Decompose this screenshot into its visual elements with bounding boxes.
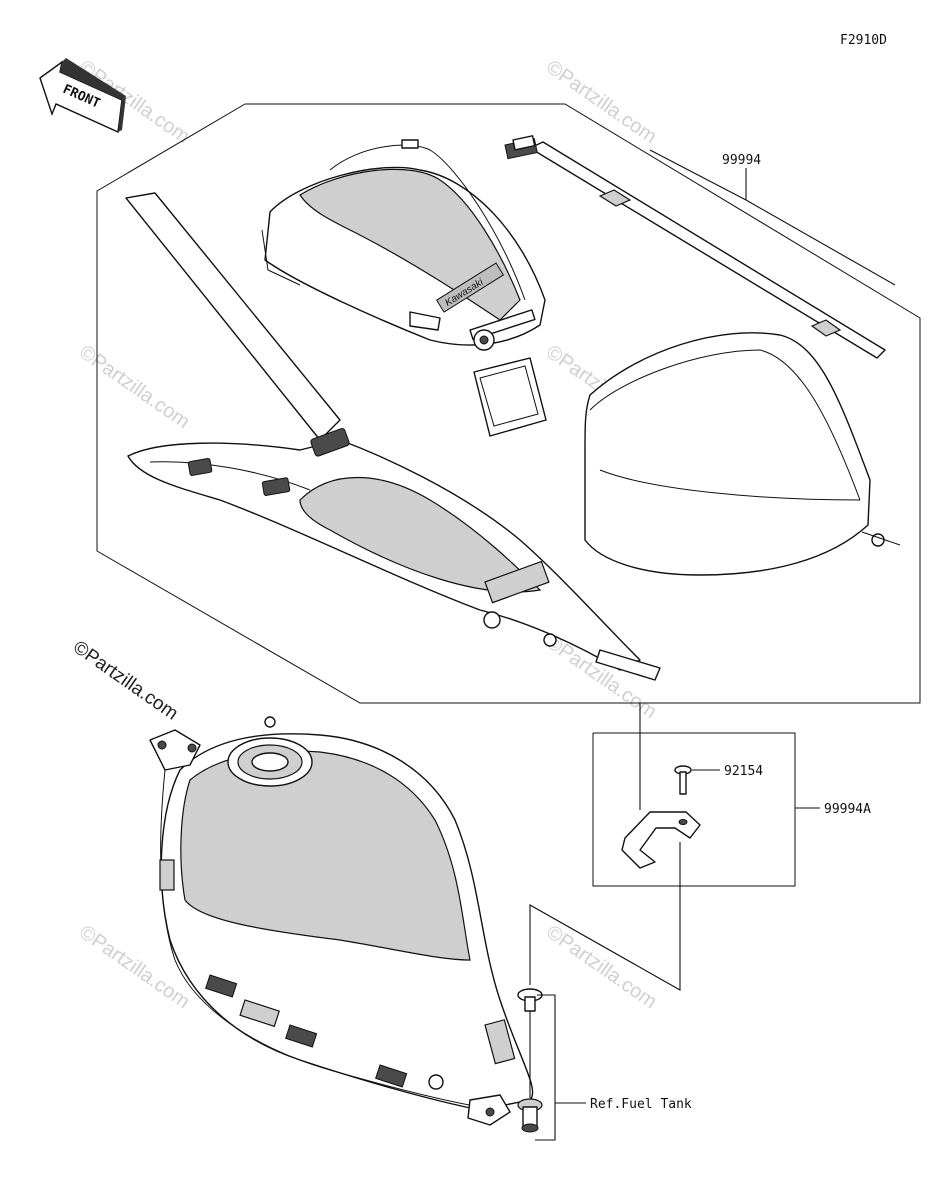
label-92154: 92154: [724, 764, 763, 779]
fuel-tank: [149, 716, 534, 1126]
strap-long: [504, 135, 886, 359]
tank-bag-base: [125, 192, 661, 681]
grommets: [517, 988, 543, 1133]
tank-cover: [584, 332, 901, 576]
watermark-prominent: ©Partzilla.com: [69, 637, 182, 725]
label-ref-fuel-tank: Ref.Fuel Tank: [590, 1097, 692, 1112]
watermark: ©Partzilla.com: [75, 341, 193, 433]
watermark: ©Partzilla.com: [542, 921, 660, 1013]
label-99994: 99994: [722, 153, 761, 168]
label-99994A: 99994A: [824, 802, 871, 817]
bolt-92154: [674, 765, 692, 795]
bracket-kit-frame: [592, 732, 796, 887]
front-arrow-icon: FRONT: [39, 58, 126, 134]
watermark: ©Partzilla.com: [542, 56, 660, 148]
tank-bag: Kawasaki: [261, 139, 547, 437]
bracket: [621, 811, 701, 869]
figure-code: F2910D: [840, 33, 887, 48]
